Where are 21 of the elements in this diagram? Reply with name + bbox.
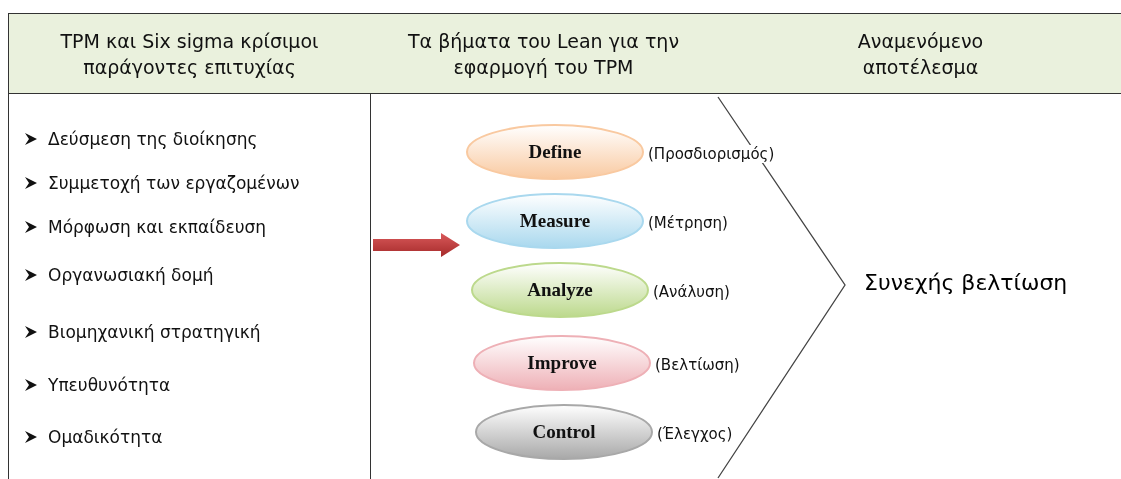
list-item: Δεύσμεση της διοίκησης bbox=[48, 129, 258, 149]
step-ellipse: Control bbox=[474, 403, 654, 461]
list-item: Οργανωσιακή δομή bbox=[48, 265, 214, 285]
list-item: Υπευθυνότητα bbox=[48, 375, 171, 395]
translation-label: (Ανάλυση) bbox=[653, 283, 730, 301]
result-text: Συνεχής βελτίωση bbox=[864, 270, 1068, 295]
step-ellipse: Analyze bbox=[470, 261, 650, 319]
translation-label: (Προσδιορισμός) bbox=[648, 145, 775, 163]
list-item: Βιομηχανική στρατηγική bbox=[48, 322, 261, 342]
translation-label: (Έλεγχος) bbox=[657, 425, 733, 443]
header-cell: TPM και Six sigma κρίσιμοι παράγοντες επιτυχίας bbox=[8, 13, 371, 94]
header-cell: Τα βήματα του Lean για την εφαρμογή του TPM bbox=[370, 13, 718, 94]
translation-label: (Βελτίωση) bbox=[655, 356, 740, 374]
step-ellipse: Improve bbox=[472, 334, 652, 392]
list-item: Ομαδικότητα bbox=[48, 427, 163, 447]
step-ellipse: Measure bbox=[465, 192, 645, 250]
step-ellipse: Define bbox=[465, 123, 645, 181]
list-item: Συμμετοχή των εργαζομένων bbox=[48, 173, 300, 193]
list-item: Μόρφωση και εκπαίδευση bbox=[48, 217, 267, 237]
translation-label: (Μέτρηση) bbox=[648, 214, 728, 232]
header-cell: Αναμενόμενο αποτέλεσμα bbox=[716, 13, 1121, 94]
